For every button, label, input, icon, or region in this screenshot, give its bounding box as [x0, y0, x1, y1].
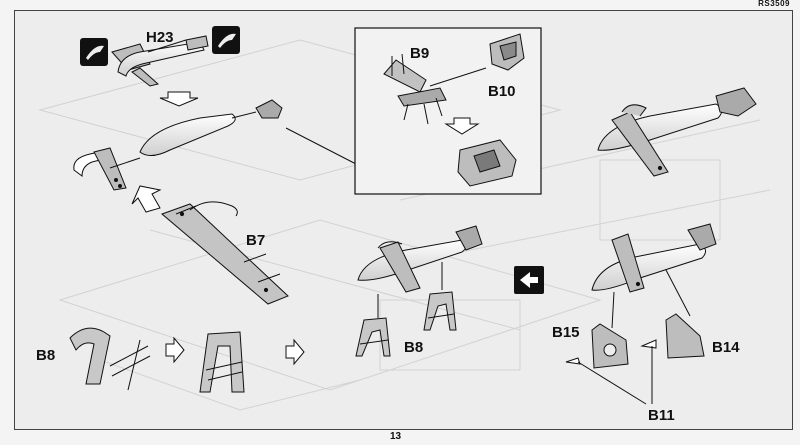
assembly-arrows-icon: [514, 266, 544, 294]
up-arrow-1: [131, 185, 162, 213]
part-b8-right-drawing: [355, 291, 457, 357]
right-arrow-1: [165, 336, 185, 364]
part-b7-drawing: [161, 201, 289, 305]
leader-line-b9: [429, 67, 487, 87]
label-h23: H23: [146, 29, 174, 46]
label-b14: B14: [712, 339, 740, 356]
leader-line-b15: [611, 291, 615, 329]
part-h23-drawing: [111, 35, 209, 87]
label-b10: B10: [488, 83, 516, 100]
label-b7: B7: [246, 232, 266, 249]
label-b15: B15: [552, 324, 580, 341]
part-b9-b10-assembled-drawing: [457, 139, 517, 187]
part-b14-drawing: [665, 313, 705, 359]
leader-line-1: [285, 127, 357, 165]
label-b11: B11: [648, 407, 675, 424]
part-b10-drawing: [489, 33, 525, 71]
tank-pylon-assembly-3: [357, 225, 483, 293]
fold-symbol-icon-right: [212, 26, 240, 54]
part-b15-drawing: [591, 323, 629, 369]
fold-symbol-icon-left: [80, 38, 108, 66]
part-b8-folded-drawing: [199, 331, 245, 393]
tank-pylon-assembly-4: [591, 223, 717, 293]
part-b9-drawing: [383, 53, 447, 125]
label-b8-left: B8: [36, 347, 56, 364]
tank-pylon-assembly-1: [73, 99, 283, 191]
down-arrow-inset: [444, 117, 480, 135]
page-number: 13: [390, 431, 402, 442]
label-b8-right: B8: [404, 339, 424, 356]
leader-line-b14: [665, 269, 691, 317]
tank-pylon-assembly-2: [597, 87, 757, 177]
part-b8-left-drawing: [69, 327, 151, 391]
label-b9: B9: [410, 45, 430, 62]
down-arrow-1: [159, 91, 199, 107]
sheet-code: RS3509: [758, 0, 790, 8]
right-arrow-2: [285, 338, 305, 366]
b11-leaders: [565, 339, 657, 405]
